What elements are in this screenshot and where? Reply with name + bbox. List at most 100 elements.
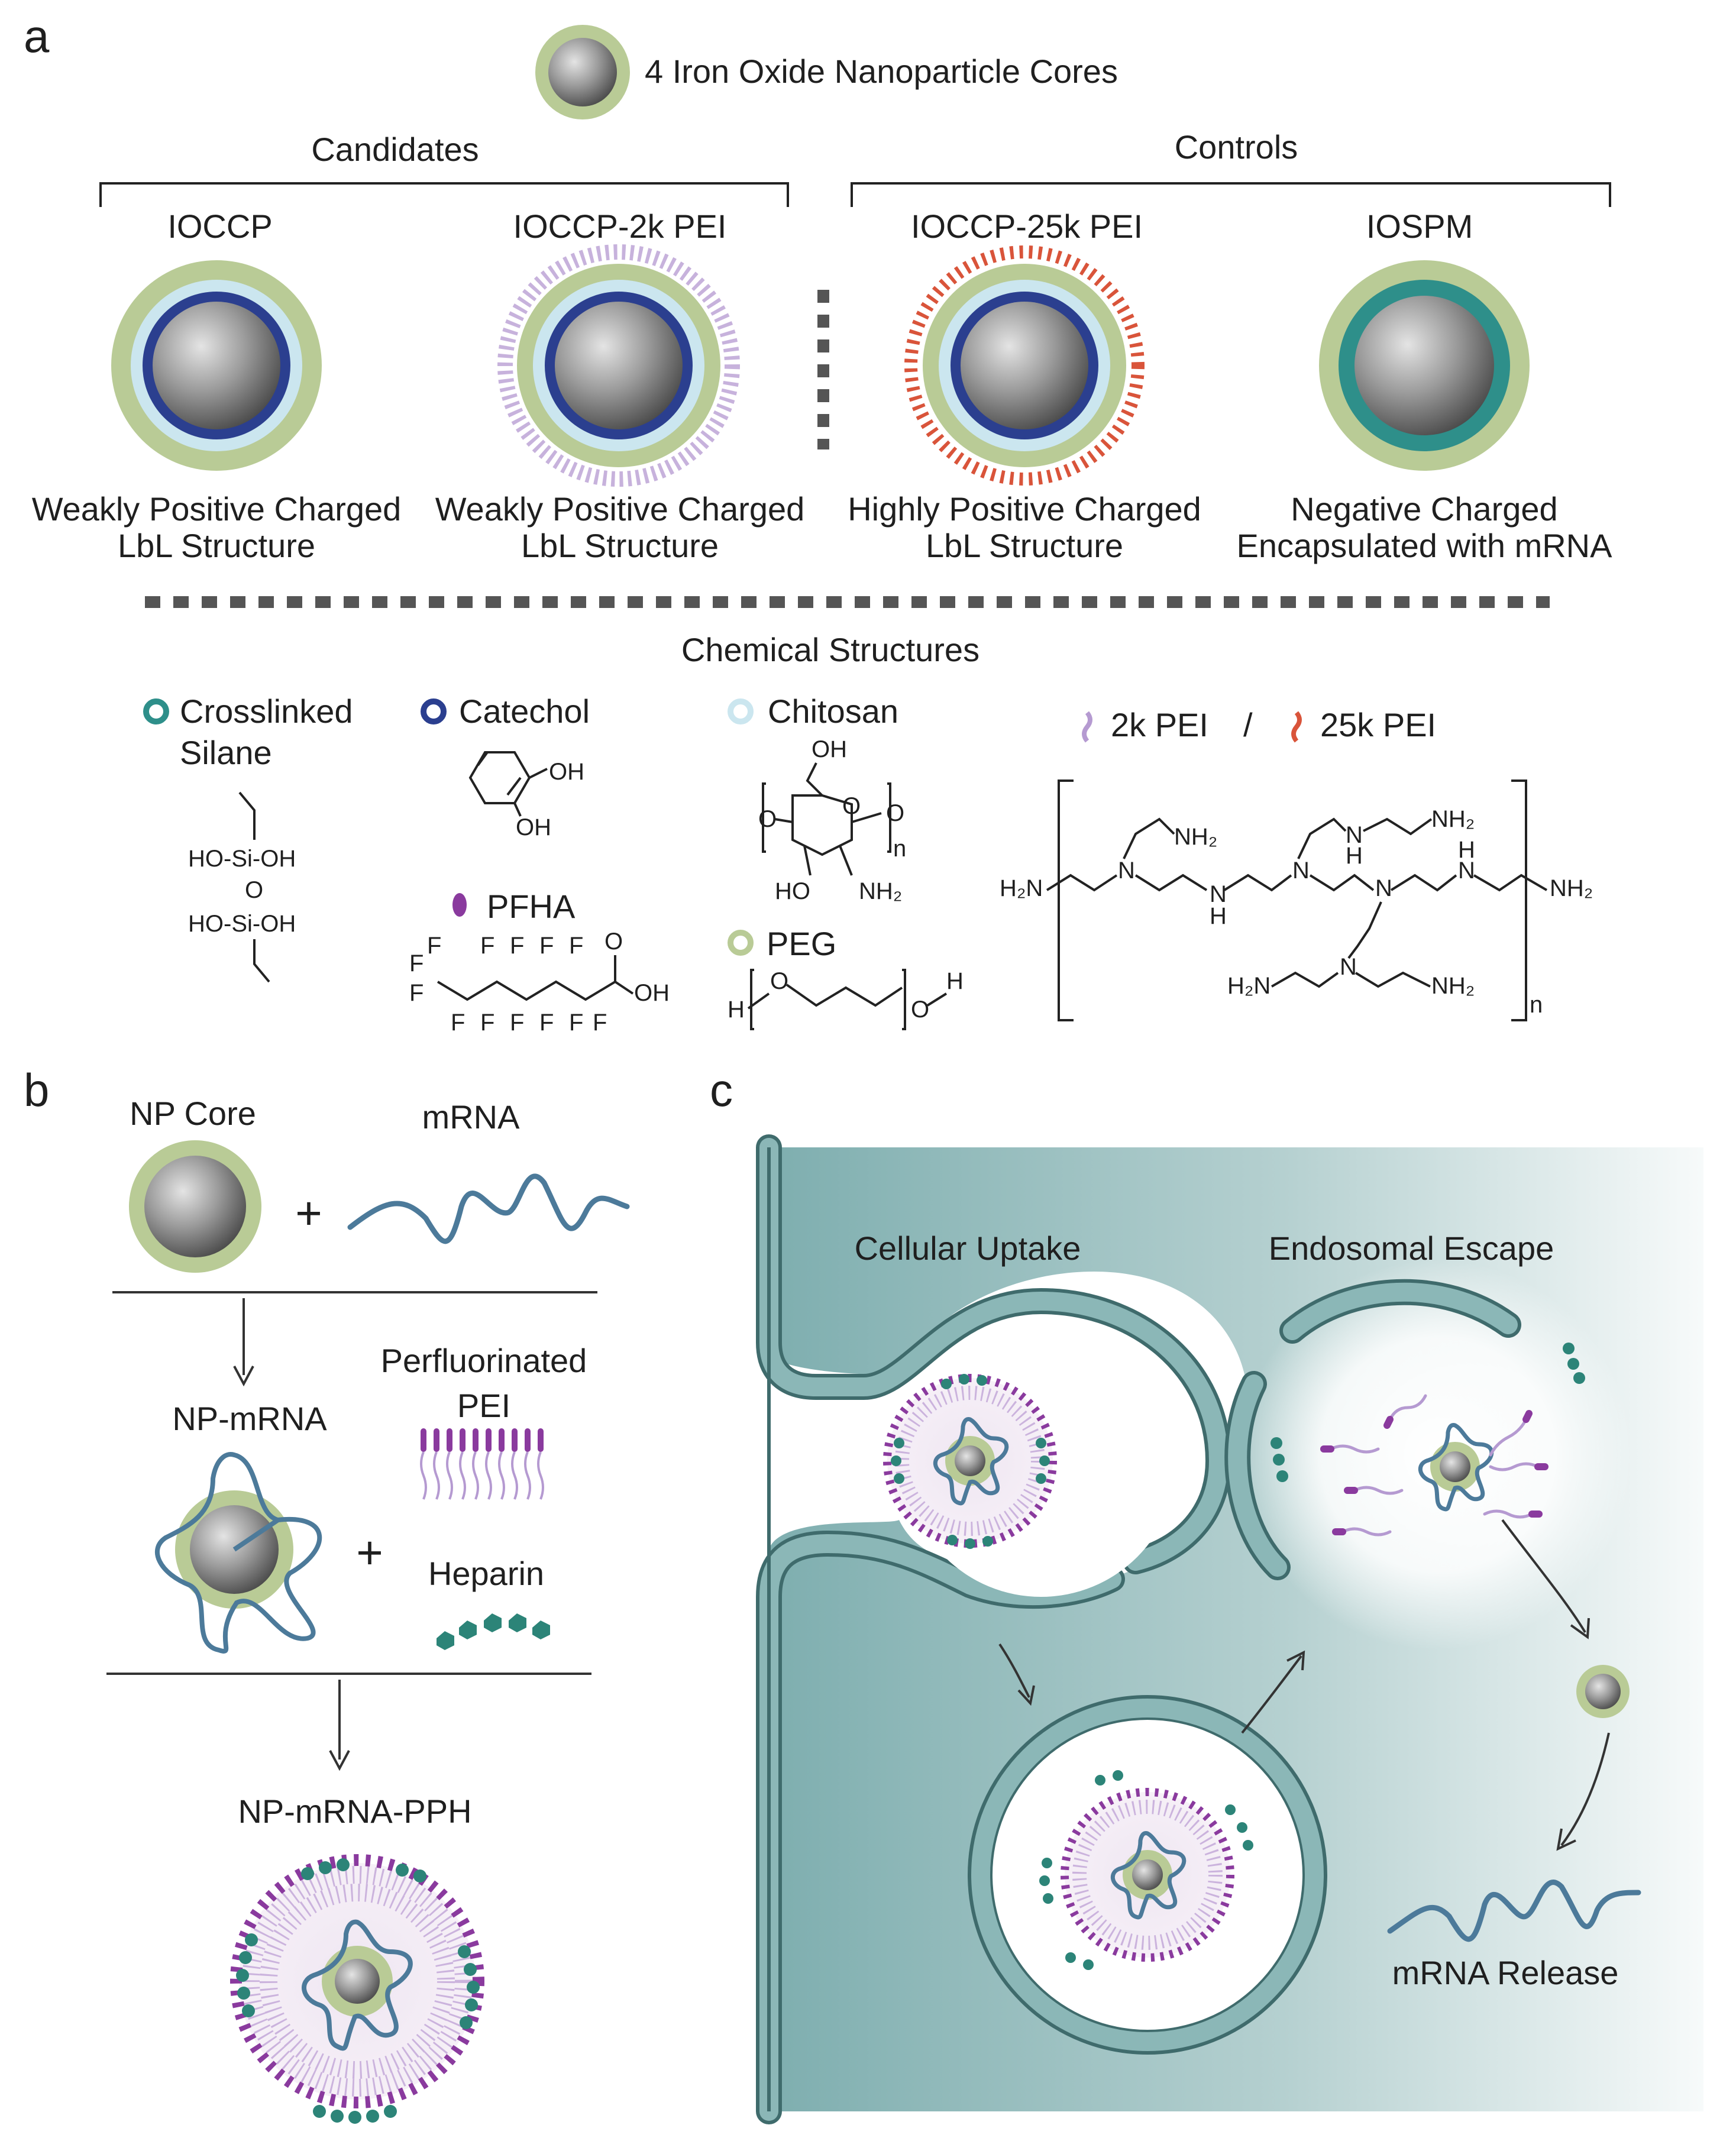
chitosan-legend-icon — [728, 698, 754, 724]
controls-bracket — [851, 182, 1611, 207]
particle-desc1-iocp-2k: Weakly Positive Charged — [435, 490, 805, 528]
mrna-release-label: mRNA Release — [1392, 1954, 1619, 1991]
pathway-arrows — [998, 1519, 1610, 1851]
released-np — [1576, 1665, 1630, 1718]
svg-text:OH: OH — [634, 980, 670, 1006]
silane-structure: HO-Si-OH O HO-Si-OH — [188, 791, 296, 983]
svg-text:F: F — [480, 933, 494, 959]
pei-25k-icon — [1291, 711, 1302, 743]
svg-text:F: F — [593, 1010, 607, 1036]
particle-iocp — [111, 260, 322, 471]
escape-vesicle-fragments — [1224, 1279, 1521, 1580]
pei-structure: n H₂N NH₂ N N H N N N H NH₂ N H NH₂ N H₂… — [1000, 779, 1593, 1021]
particle-desc2-iocp: LbL Structure — [118, 527, 315, 564]
svg-text:HO-Si-OH: HO-Si-OH — [188, 846, 296, 872]
svg-text:O: O — [770, 968, 788, 994]
catechol-label: Catechol — [459, 693, 590, 730]
np-mrna-pph-label: NP-mRNA-PPH — [238, 1793, 471, 1830]
svg-text:F: F — [409, 950, 424, 976]
pei-2k-label: 2k PEI — [1111, 706, 1208, 743]
svg-text:NH₂: NH₂ — [1550, 875, 1593, 901]
svg-text:F: F — [539, 1010, 554, 1036]
svg-text:HO-Si-OH: HO-Si-OH — [188, 911, 296, 937]
panel-c-label: c — [710, 1064, 733, 1116]
released-pfpei-fragments — [1320, 1394, 1549, 1537]
svg-text:N: N — [1118, 858, 1135, 884]
pei-25k-label: 25k PEI — [1320, 706, 1436, 743]
svg-text:N: N — [1346, 822, 1363, 848]
svg-text:NH₂: NH₂ — [1431, 806, 1475, 832]
panel-a-label: a — [24, 10, 50, 62]
chitosan-structure: OH O O O n HO NH₂ — [758, 736, 906, 904]
svg-text:F: F — [569, 1010, 583, 1036]
svg-text:O: O — [886, 800, 904, 826]
endosome-particle — [1039, 1770, 1253, 1970]
svg-text:n: n — [893, 836, 906, 862]
pfha-label: PFHA — [487, 888, 576, 925]
np-core-label: NP Core — [130, 1095, 256, 1132]
svg-text:OH: OH — [549, 759, 584, 785]
svg-text:H: H — [1210, 903, 1227, 929]
particle-desc2-iocp-25k: LbL Structure — [926, 527, 1123, 564]
svg-text:H: H — [946, 968, 964, 994]
silane-legend-icon — [143, 698, 169, 724]
silane-label-1: Crosslinked — [180, 693, 353, 730]
svg-text:F: F — [510, 1010, 524, 1036]
particle-iocp-25k-pei — [904, 245, 1145, 486]
svg-text:HO: HO — [775, 878, 810, 904]
np-mrna-label: NP-mRNA — [172, 1400, 327, 1437]
particle-iospm — [1319, 260, 1530, 471]
panel-b-label: b — [24, 1064, 49, 1116]
particle-name-iocp: IOCCP — [167, 208, 272, 245]
svg-text:NH₂: NH₂ — [1174, 824, 1217, 850]
header-title: 4 Iron Oxide Nanoparticle Cores — [645, 53, 1118, 90]
svg-text:O: O — [245, 877, 263, 903]
particle-name-iospm: IOSPM — [1366, 208, 1473, 245]
np-mrna-pph-icon — [230, 1854, 484, 2124]
particle-desc2-iocp-2k: LbL Structure — [521, 527, 719, 564]
pei-2k-icon — [1082, 711, 1092, 743]
svg-text:O: O — [604, 929, 623, 955]
svg-text:F: F — [409, 980, 424, 1006]
pei-slash: / — [1243, 706, 1253, 743]
pfha-legend-icon — [452, 893, 467, 917]
heparin-icon — [437, 1613, 550, 1650]
pfha-structure: F F F F F F F F F F F F F O OH — [409, 929, 670, 1036]
pfpei-label-1: Perfluorinated — [381, 1342, 587, 1379]
svg-text:n: n — [1530, 992, 1543, 1018]
plus-sign-2: + — [356, 1526, 383, 1579]
svg-text:F: F — [480, 1010, 494, 1036]
svg-text:OH: OH — [516, 814, 551, 840]
particle-iocp-2k-pei — [497, 244, 740, 487]
np-mrna-icon — [154, 1452, 322, 1654]
catechol-legend-icon — [421, 698, 447, 724]
svg-text:H: H — [1458, 837, 1475, 863]
mrna-label: mRNA — [422, 1098, 521, 1136]
peg-structure: H O O H — [728, 968, 964, 1030]
svg-text:F: F — [427, 933, 441, 959]
svg-text:O: O — [758, 806, 777, 832]
silane-label-2: Silane — [180, 734, 272, 771]
svg-text:H: H — [728, 997, 745, 1023]
uptake-label: Cellular Uptake — [855, 1230, 1081, 1267]
particle-desc1-iocp-25k: Highly Positive Charged — [848, 490, 1201, 528]
svg-text:N: N — [1375, 875, 1392, 901]
svg-text:H₂N: H₂N — [1227, 973, 1271, 999]
particle-desc1-iocp: Weakly Positive Charged — [32, 490, 402, 528]
escape-label: Endosomal Escape — [1269, 1230, 1554, 1267]
svg-text:N: N — [1210, 881, 1227, 907]
pfpei-icon — [420, 1428, 544, 1500]
catechol-structure: OH OH — [468, 751, 584, 840]
svg-text:O: O — [911, 997, 929, 1023]
released-heparin — [1271, 1343, 1585, 1482]
svg-text:N: N — [1458, 858, 1475, 884]
plus-sign-1: + — [295, 1187, 322, 1239]
mrna-strand-icon — [347, 1173, 630, 1244]
svg-text:N: N — [1292, 858, 1310, 884]
particle-name-iocp-2k: IOCCP-2k PEI — [513, 208, 727, 245]
svg-text:H₂N: H₂N — [1000, 875, 1043, 901]
svg-text:F: F — [539, 933, 554, 959]
header-np-icon — [535, 25, 630, 119]
peg-label: PEG — [767, 925, 836, 962]
